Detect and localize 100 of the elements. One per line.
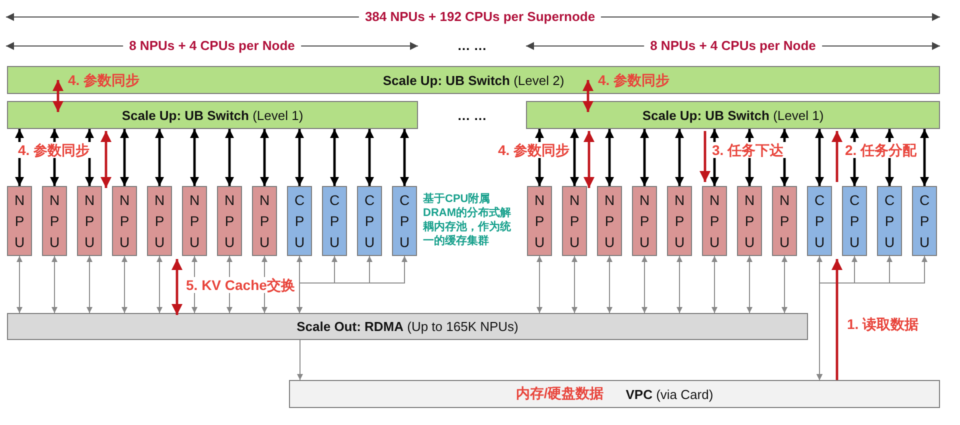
npu-box [632, 186, 657, 256]
npu-box [77, 186, 102, 256]
double-arrow [606, 256, 612, 314]
edge-label: 5. KV Cache交换 [184, 277, 297, 293]
unit-label: NPU [534, 190, 545, 252]
double-arrow [584, 131, 594, 188]
unit-label: NPU [49, 190, 60, 252]
double-arrow [226, 256, 232, 314]
double-arrow [605, 129, 614, 186]
unit-label: NPU [709, 190, 720, 252]
unit-label: CPU [364, 190, 375, 252]
unit-label: NPU [744, 190, 755, 252]
double-arrow [192, 256, 198, 314]
switch-bar [7, 101, 418, 129]
double-arrow [850, 129, 859, 186]
npu-box [737, 186, 762, 256]
npu-box [527, 186, 552, 256]
arrow [297, 340, 303, 380]
double-arrow [155, 129, 164, 186]
npu-box [772, 186, 797, 256]
unit-label: NPU [154, 190, 165, 252]
unit-label: CPU [294, 190, 305, 252]
edge-label: 4. 参数同步 [496, 142, 572, 158]
cpu-box [912, 186, 937, 256]
npu-box [702, 186, 727, 256]
unit-label: NPU [569, 190, 580, 252]
double-arrow [816, 256, 928, 380]
npu-box [667, 186, 692, 256]
dimension-label: 8 NPUs + 4 CPUs per Node [644, 38, 822, 54]
unit-label: NPU [674, 190, 685, 252]
double-arrow [156, 256, 162, 314]
bar-title: Scale Up: UB Switch (Level 1) [122, 108, 304, 122]
double-arrow [535, 129, 544, 186]
edge-label: 4. 参数同步 [16, 142, 92, 158]
double-arrow [16, 256, 22, 314]
unit-label: NPU [224, 190, 235, 252]
dimension-label: 384 NPUs + 192 CPUs per Supernode [358, 9, 602, 25]
double-arrow [122, 256, 128, 314]
network-bar [7, 313, 808, 340]
npu-box [182, 186, 207, 256]
double-arrow [712, 256, 718, 314]
double-arrow [675, 129, 684, 186]
double-arrow [52, 256, 58, 314]
edge-label: 2. 任务分配 [843, 142, 919, 158]
npu-box [252, 186, 277, 256]
edge-label: 4. 参数同步 [67, 72, 141, 88]
double-arrow [640, 129, 649, 186]
bar-title: Scale Up: UB Switch (Level 1) [642, 108, 824, 122]
double-arrow [120, 129, 129, 186]
bar-title: Scale Up: UB Switch (Level 2) [382, 72, 564, 88]
dimension-label: 8 NPUs + 4 CPUs per Node [123, 38, 301, 54]
double-arrow [780, 129, 789, 186]
double-arrow [676, 256, 682, 314]
ellipsis: … … [457, 38, 487, 54]
double-arrow [296, 256, 408, 314]
double-arrow [365, 129, 374, 186]
unit-label: CPU [399, 190, 410, 252]
npu-box [562, 186, 587, 256]
unit-label: CPU [814, 190, 825, 252]
npu-box [42, 186, 67, 256]
arrow [832, 259, 842, 380]
unit-label: CPU [919, 190, 930, 252]
bar-title: VPC (via Card) [626, 386, 714, 402]
npu-box [7, 186, 32, 256]
double-arrow [582, 80, 594, 112]
unit-label: NPU [259, 190, 270, 252]
cpu-box [357, 186, 382, 256]
unit-label: NPU [119, 190, 130, 252]
double-arrow [295, 129, 304, 186]
edge-label: 1. 读取数据 [845, 316, 921, 332]
double-arrow [572, 256, 578, 314]
double-arrow [260, 129, 269, 186]
cpu-box [807, 186, 832, 256]
unit-label: NPU [779, 190, 790, 252]
double-arrow [400, 129, 409, 186]
network-bar [289, 380, 940, 408]
double-arrow [745, 129, 754, 186]
double-arrow [920, 129, 929, 186]
double-arrow [85, 129, 94, 186]
npu-box [147, 186, 172, 256]
double-arrow [782, 256, 788, 314]
arrow [832, 131, 842, 182]
double-arrow [330, 129, 339, 186]
unit-label: CPU [884, 190, 895, 252]
switch-bar [526, 101, 940, 129]
double-arrow [885, 129, 894, 186]
cpu-box [877, 186, 902, 256]
double-arrow [225, 129, 234, 186]
npu-box [597, 186, 622, 256]
double-arrow [86, 256, 92, 314]
double-arrow [100, 131, 112, 188]
double-arrow [815, 129, 824, 186]
cpu-box [322, 186, 347, 256]
ellipsis: … … [457, 108, 487, 124]
double-arrow [50, 129, 59, 186]
cpu-box [842, 186, 867, 256]
unit-label: CPU [849, 190, 860, 252]
data-label: 内存/硬盘数据 [516, 385, 604, 403]
double-arrow [52, 80, 64, 112]
double-arrow [172, 259, 182, 315]
